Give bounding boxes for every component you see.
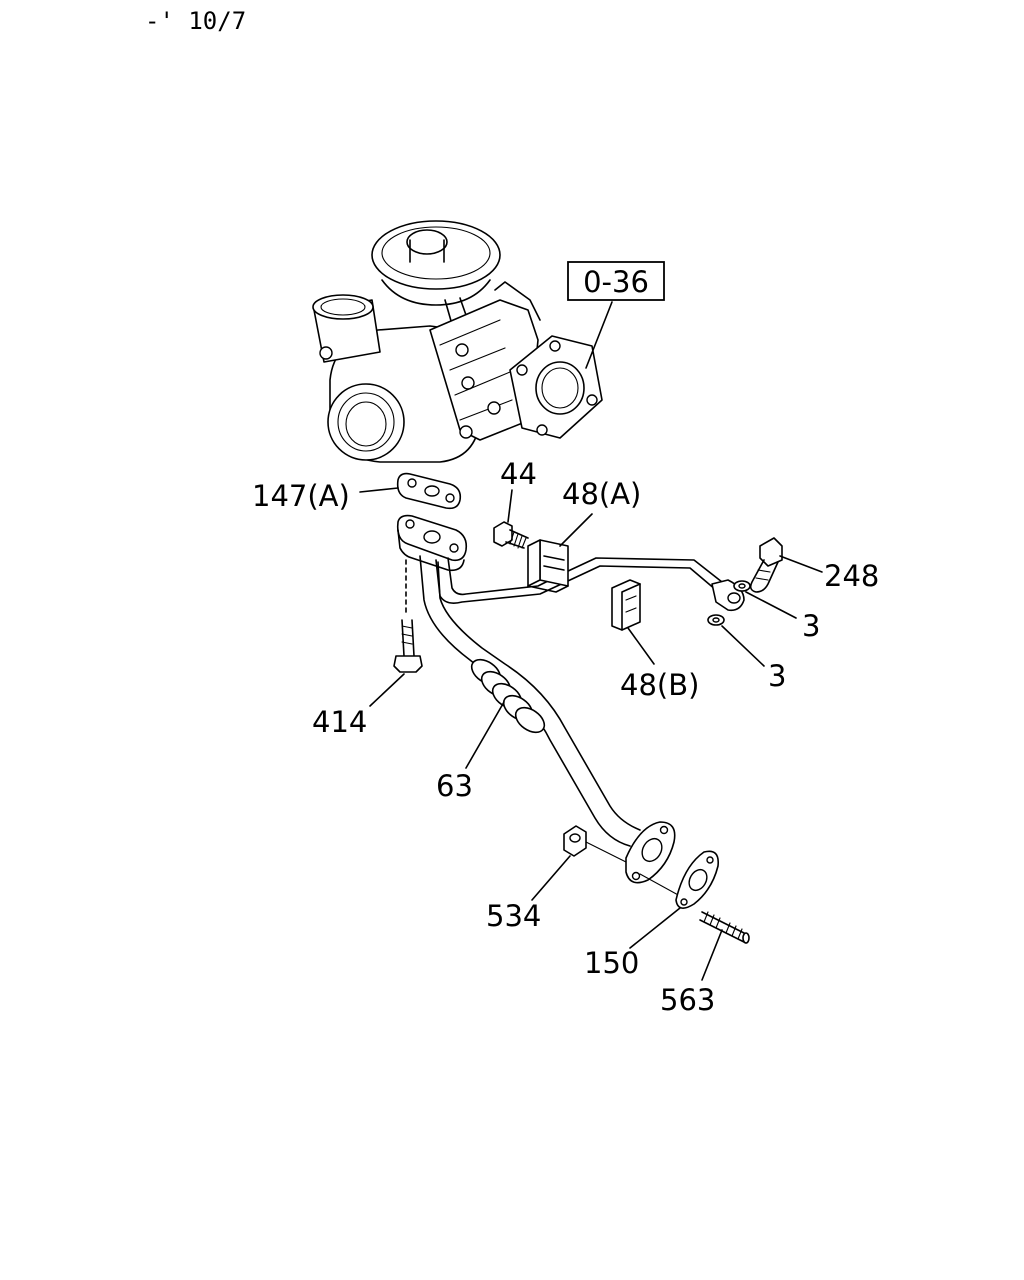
- callout-3-upper: 3: [802, 609, 820, 643]
- leader-534: [531, 855, 571, 901]
- nut-534-drawing: [563, 825, 627, 863]
- leader-414: [369, 673, 405, 707]
- leader-48a: [559, 513, 593, 547]
- gasket-147a-drawing: [396, 472, 462, 510]
- callout-414: 414: [312, 705, 367, 739]
- leader-147a: [359, 487, 399, 493]
- callout-63: 63: [436, 769, 473, 803]
- compressor-inlet: [327, 383, 405, 461]
- leader-3-lower: [721, 625, 765, 667]
- callout-563: 563: [660, 983, 715, 1017]
- leader-563: [701, 929, 723, 981]
- assembly-ref-label: 0-36: [583, 265, 649, 299]
- clip-48a-drawing: [527, 539, 569, 593]
- actuator-cap: [406, 229, 448, 255]
- bolt-414-drawing: [393, 559, 423, 673]
- callout-248: 248: [824, 559, 879, 593]
- callout-150: 150: [584, 946, 639, 980]
- stud-563-drawing: [699, 911, 750, 944]
- bolt-44-drawing: [493, 521, 529, 549]
- callout-44: 44: [500, 457, 537, 491]
- oil-pipe-drawing: [396, 514, 681, 897]
- assembly-ref-box: [567, 261, 665, 301]
- callout-48b: 48(B): [620, 668, 699, 702]
- leader-63: [465, 701, 505, 769]
- eye-bolt-248-drawing: [749, 537, 783, 593]
- leader-150: [629, 907, 681, 949]
- leader-44: [507, 489, 513, 523]
- callout-534: 534: [486, 899, 541, 933]
- clip-48b-drawing: [611, 579, 641, 631]
- assembly-ref-leader: [585, 301, 613, 369]
- callout-48a: 48(A): [562, 477, 641, 511]
- callout-3-lower: 3: [768, 659, 786, 693]
- page-ref-header: -' 10/7: [145, 7, 246, 35]
- leader-3-upper: [745, 591, 797, 619]
- leader-48b: [627, 627, 655, 665]
- feed-line-drawing: [435, 557, 745, 612]
- gasket-150-drawing: [675, 850, 720, 909]
- actuator-canister: [371, 220, 501, 290]
- leader-248: [779, 555, 823, 573]
- turbocharger-drawing: [312, 220, 603, 463]
- callout-147a: 147(A): [252, 479, 350, 513]
